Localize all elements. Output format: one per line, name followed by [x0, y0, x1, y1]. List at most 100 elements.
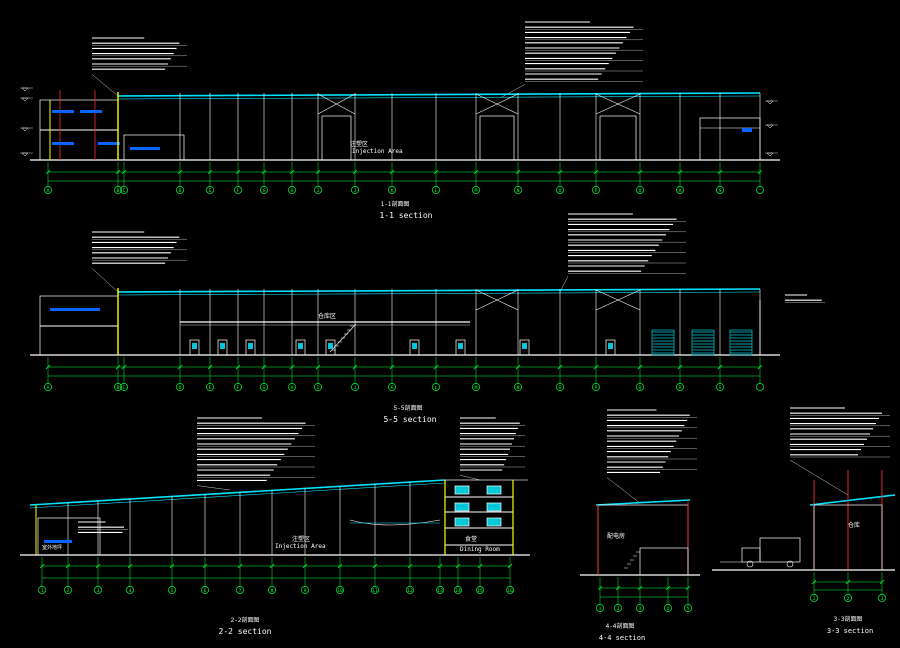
axis-bubble [201, 586, 209, 594]
dimension-tick [845, 579, 851, 585]
dimension-tick [389, 364, 395, 370]
axis-bubble-label: M [475, 188, 478, 194]
section-1-1-area-label-en: Injection Area [352, 148, 403, 155]
axis-bubble-label: R [679, 385, 682, 391]
dining-window [486, 502, 502, 512]
axis-bubble [636, 604, 644, 612]
axis-bubble-label: 13 [437, 588, 443, 594]
axis-bubble [472, 186, 480, 194]
small-door-glass [608, 343, 613, 349]
axis-bubble [556, 186, 564, 194]
axis-bubble [388, 383, 396, 391]
axis-bubble-label: 1 [599, 606, 602, 612]
dimension-tick [757, 364, 763, 370]
hall-door [479, 115, 515, 161]
axis-bubble-label: Q [639, 385, 642, 391]
roof-line [117, 92, 761, 97]
roof-line [809, 494, 896, 506]
dining-window [486, 485, 502, 495]
dimension-tick [121, 364, 127, 370]
section-3-3-title-cn: 3-3剖面图 [834, 615, 863, 623]
section-5-5-notes [91, 213, 825, 303]
axis-bubble-label: I [317, 188, 320, 194]
warehouse-room [813, 504, 883, 571]
axis-bubble [268, 586, 276, 594]
axis-bubble [596, 604, 604, 612]
office-window [98, 142, 120, 145]
axis-bubble-label: D [179, 385, 182, 391]
entry-block [37, 517, 101, 556]
bracing [317, 93, 356, 115]
axis-bubble-label: G [263, 385, 266, 391]
axis-bubble-label: O [559, 188, 562, 194]
dimension-tick [665, 585, 671, 591]
dimension-tick [169, 563, 175, 569]
dimension-tick [127, 563, 133, 569]
section-2-2-notes [78, 417, 525, 533]
axis-bubble-label: G [263, 188, 266, 194]
axis-bubble [476, 586, 484, 594]
axis-bubble [664, 604, 672, 612]
section-3-3-title-en: 3-3 section [827, 627, 873, 635]
section-2-2-title-en: 2-2 section [219, 627, 272, 636]
axis-bubble [514, 383, 522, 391]
small-door [189, 339, 200, 356]
axis-bubble [94, 586, 102, 594]
dimension-tick [261, 169, 267, 175]
note-leader [499, 84, 526, 99]
axis-bubble-label: N [517, 188, 520, 194]
axis-bubble-label: 5 [171, 588, 174, 594]
service-room-window [130, 147, 160, 150]
axis-bubble [592, 186, 600, 194]
rolling-door [651, 329, 675, 356]
axis-bubble-label: K [391, 385, 394, 391]
axis-bubble [716, 383, 724, 391]
dimension-tick [202, 563, 208, 569]
dimension-tick [433, 169, 439, 175]
dimension-tick [65, 563, 71, 569]
axis-bubble-label: H [291, 188, 294, 194]
dimension-tick [677, 169, 683, 175]
roof-purlin [29, 482, 446, 509]
dimension-tick [473, 169, 479, 175]
small-door-glass [248, 343, 253, 349]
small-door-glass [192, 343, 197, 349]
note-leader [91, 74, 119, 97]
axis-bubble [810, 594, 818, 602]
axis-bubble [176, 186, 184, 194]
crane-beam [349, 519, 441, 526]
section-3-3-notes [789, 407, 890, 496]
axis-bubble-label: J [354, 188, 357, 194]
section-5-5-area-label-cn: 仓库区 [318, 312, 336, 320]
rolling-door [729, 329, 753, 356]
rolling-door-frame [729, 329, 753, 356]
small-door [245, 339, 256, 356]
service-room [123, 134, 185, 161]
dimension-tick [372, 563, 378, 569]
bracing [475, 93, 519, 115]
axis-bubble-label: B [117, 188, 120, 194]
axis-bubble-label: Q [639, 188, 642, 194]
roof-line [29, 479, 446, 506]
section-2-2-note-cn: 室外地坪 [42, 544, 62, 551]
axis-bubble [351, 186, 359, 194]
roof-line [595, 499, 691, 506]
dimension-tick [207, 364, 213, 370]
axis-bubble [336, 586, 344, 594]
dimension-tick [177, 364, 183, 370]
axis-bubble [454, 586, 462, 594]
axis-bubble [614, 604, 622, 612]
axis-bubble [432, 383, 440, 391]
office-window [80, 110, 102, 113]
axis-bubble [44, 186, 52, 194]
dimension-tick [352, 364, 358, 370]
axis-bubble [636, 186, 644, 194]
axis-bubble [120, 383, 128, 391]
axis-bubble-label: 10 [337, 588, 343, 594]
axis-bubble-label: 2 [617, 606, 620, 612]
dimension-tick [337, 563, 343, 569]
axis-bubble-label: N [517, 385, 520, 391]
